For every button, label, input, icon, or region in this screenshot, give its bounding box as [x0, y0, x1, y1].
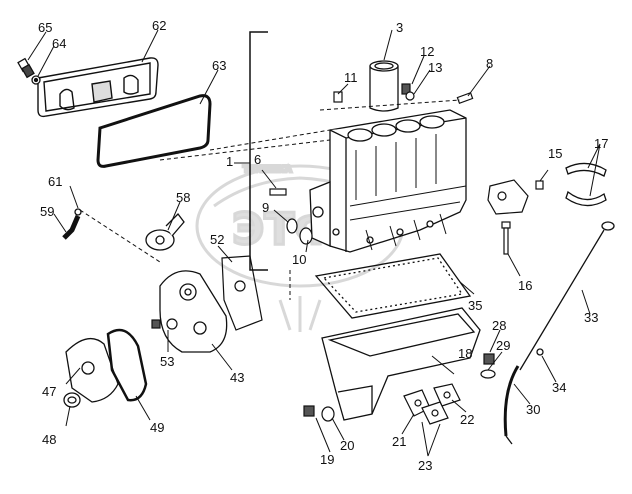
timing-bolt [151, 318, 178, 330]
cap-bolt [501, 221, 511, 255]
cover-plates [403, 383, 461, 425]
watermark-wheat [278, 296, 322, 332]
watermark-brand: ТЕХНИКА [243, 165, 292, 175]
dashed-leaders [79, 99, 461, 300]
timing-cover [159, 270, 228, 353]
front-plate [63, 337, 119, 408]
callout-65: 65 [38, 20, 52, 35]
callout-12: 12 [420, 44, 434, 59]
callout-58: 58 [176, 190, 190, 205]
pan-drain-plug [480, 353, 496, 379]
callout-19: 19 [320, 452, 334, 467]
callout-35: 35 [468, 298, 482, 313]
cover-bolt [17, 57, 41, 85]
group-bracket [249, 31, 268, 271]
callout-3: 3 [396, 20, 403, 35]
callout-15: 15 [548, 146, 562, 161]
callout-64: 64 [52, 36, 66, 51]
front-gasket [106, 328, 148, 402]
callout-43: 43 [230, 370, 244, 385]
engine-block [309, 109, 467, 253]
callout-6: 6 [254, 152, 261, 167]
valve-cover [37, 57, 159, 118]
callout-34: 34 [552, 380, 566, 395]
callout-13: 13 [428, 60, 442, 75]
callout-48: 48 [42, 432, 56, 447]
callout-21: 21 [392, 434, 406, 449]
callout-labels: 65 64 62 63 3 12 13 11 8 1 6 9 10 15 17 … [38, 18, 608, 473]
callout-9: 9 [262, 200, 269, 215]
callout-49: 49 [150, 420, 164, 435]
callout-28: 28 [492, 318, 506, 333]
callout-11: 11 [344, 70, 358, 85]
timing-gasket [221, 255, 263, 331]
side-plug [303, 405, 335, 422]
bearing-shells [565, 162, 607, 207]
callout-10: 10 [292, 252, 306, 267]
callout-29: 29 [496, 338, 510, 353]
callout-1: 1 [226, 154, 233, 169]
callout-53: 53 [160, 354, 174, 369]
oil-pan-gasket [314, 253, 472, 319]
hose [62, 208, 82, 240]
callout-16: 16 [518, 278, 532, 293]
bearing-cap [487, 179, 529, 215]
callout-62: 62 [152, 18, 166, 33]
callout-17: 17 [594, 136, 608, 151]
callout-8: 8 [486, 56, 493, 71]
callout-23: 23 [418, 458, 432, 473]
leader-lines [27, 29, 601, 457]
dipstick [503, 221, 615, 445]
cap-and-ring [286, 218, 313, 245]
callout-33: 33 [584, 310, 598, 325]
callout-61: 61 [48, 174, 62, 189]
callout-47: 47 [42, 384, 56, 399]
callout-59: 59 [40, 204, 54, 219]
oil-pan [321, 307, 481, 421]
callout-22: 22 [460, 412, 474, 427]
drain-plug [401, 83, 415, 101]
cover-gasket [96, 94, 212, 168]
callout-30: 30 [526, 402, 540, 417]
callout-18: 18 [458, 346, 472, 361]
callout-20: 20 [340, 438, 354, 453]
fuel-pump [145, 213, 185, 251]
callout-52: 52 [210, 232, 224, 247]
cylinder-liner [369, 60, 399, 112]
callout-63: 63 [212, 58, 226, 73]
